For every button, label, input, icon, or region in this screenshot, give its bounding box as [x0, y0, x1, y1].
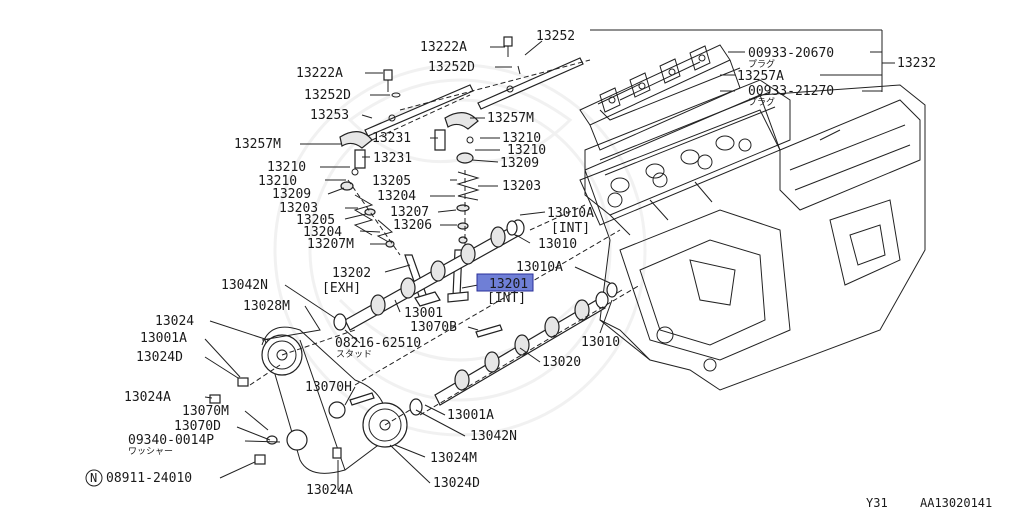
n-circle-icon	[85, 469, 103, 487]
label-n-prefix: N	[90, 471, 97, 485]
label-13028M[interactable]: 13028M	[243, 299, 290, 314]
label-13205-left[interactable]: 13205	[296, 213, 335, 228]
camshaft-exh-drawing	[344, 219, 525, 331]
label-13024[interactable]: 13024	[155, 314, 194, 329]
label-13010-top[interactable]: 13010	[538, 237, 577, 252]
label-13024D-left[interactable]: 13024D	[136, 350, 183, 365]
model-code: Y31	[866, 496, 888, 510]
label-13010-mid[interactable]: 13010	[581, 335, 620, 350]
label-13201[interactable]: 13201	[489, 277, 528, 292]
label-13209-left[interactable]: 13209	[272, 187, 311, 202]
label-13024A-left[interactable]: 13024A	[124, 390, 171, 405]
label-08911-24010[interactable]: 08911-24010	[106, 471, 192, 486]
label-13010A-mid[interactable]: 13010A	[516, 260, 563, 275]
label-13257M-top[interactable]: 13257M	[487, 111, 534, 126]
label-13204-left[interactable]: 13204	[303, 225, 342, 240]
label-13257M-left[interactable]: 13257M	[234, 137, 281, 152]
label-13024D-bottom[interactable]: 13024D	[433, 476, 480, 491]
label-13070H[interactable]: 13070H	[305, 380, 352, 395]
label-09340-0014P[interactable]: 09340-0014P	[128, 433, 214, 448]
assembly-lines	[249, 59, 641, 426]
label-00933-20670[interactable]: 00933-20670	[748, 46, 834, 61]
label-plug-kana-1: プラグ	[748, 58, 775, 70]
cam-bracket-drawing	[579, 44, 741, 151]
label-13222A-left[interactable]: 13222A	[296, 66, 343, 81]
camshaft-int-drawing	[434, 289, 623, 406]
label-13201-int: [INT]	[487, 291, 526, 306]
label-13042N-top[interactable]: 13042N	[221, 278, 268, 293]
leader-lines	[204, 29, 895, 490]
label-13070B[interactable]: 13070B	[410, 320, 457, 335]
footer-codes: Y31 AA13020141	[866, 496, 992, 510]
label-13253[interactable]: 13253	[310, 108, 349, 123]
label-13024M[interactable]: 13024M	[430, 451, 477, 466]
label-washer-kana: ワッシャー	[128, 447, 173, 457]
figure-code: AA13020141	[920, 496, 992, 510]
cylinder-head-drawing	[584, 67, 791, 216]
label-13202-exh: [EXH]	[322, 281, 361, 296]
label-13232[interactable]: 13232	[897, 56, 936, 71]
engine-block-drawing	[579, 84, 926, 391]
label-13209-right[interactable]: 13209	[500, 156, 539, 171]
label-13020[interactable]: 13020	[542, 355, 581, 370]
label-13203-left[interactable]: 13203	[279, 201, 318, 216]
label-13070D[interactable]: 13070D	[174, 419, 221, 434]
label-13202[interactable]: 13202	[332, 266, 371, 281]
label-13252D-top[interactable]: 13252D	[428, 60, 475, 75]
label-13205-top[interactable]: 13205	[372, 174, 411, 189]
label-13231-a[interactable]: 13231	[372, 131, 411, 146]
label-13010A-top[interactable]: 13010A	[547, 206, 594, 221]
label-plug-kana-2: プラグ	[748, 96, 775, 108]
label-13203-right[interactable]: 13203	[502, 179, 541, 194]
label-13252D-left[interactable]: 13252D	[304, 88, 351, 103]
label-13222A-top[interactable]: 13222A	[420, 40, 467, 55]
label-00933-21270[interactable]: 00933-21270	[748, 84, 834, 99]
label-13257A[interactable]: 13257A	[737, 69, 784, 84]
label-13001A-bottom[interactable]: 13001A	[447, 408, 494, 423]
label-13204-mid[interactable]: 13204	[377, 189, 416, 204]
label-13210-c[interactable]: 13210	[267, 160, 306, 175]
label-13042N-bottom[interactable]: 13042N	[470, 429, 517, 444]
label-13001[interactable]: 13001	[404, 306, 443, 321]
label-08216-62510[interactable]: 08216-62510	[335, 336, 421, 351]
label-13207-mid[interactable]: 13207	[390, 205, 429, 220]
label-13210-a[interactable]: 13210	[502, 131, 541, 146]
part-labels: 13252 13222A 13252D 00933-20670 プラグ 1323…	[85, 29, 936, 498]
label-13001A-left[interactable]: 13001A	[140, 331, 187, 346]
label-13210-d[interactable]: 13210	[258, 174, 297, 189]
label-13070M[interactable]: 13070M	[182, 404, 229, 419]
label-13024A-bottom[interactable]: 13024A	[306, 483, 353, 498]
highlight-box-13201[interactable]	[476, 273, 534, 292]
label-13206[interactable]: 13206	[393, 218, 432, 233]
label-stud-kana: スタッド	[336, 349, 372, 360]
label-13252[interactable]: 13252	[536, 29, 575, 44]
label-13231-b[interactable]: 13231	[373, 151, 412, 166]
label-13207M[interactable]: 13207M	[307, 237, 354, 252]
label-13210-b[interactable]: 13210	[507, 143, 546, 158]
label-13010A-int: [INT]	[551, 221, 590, 236]
